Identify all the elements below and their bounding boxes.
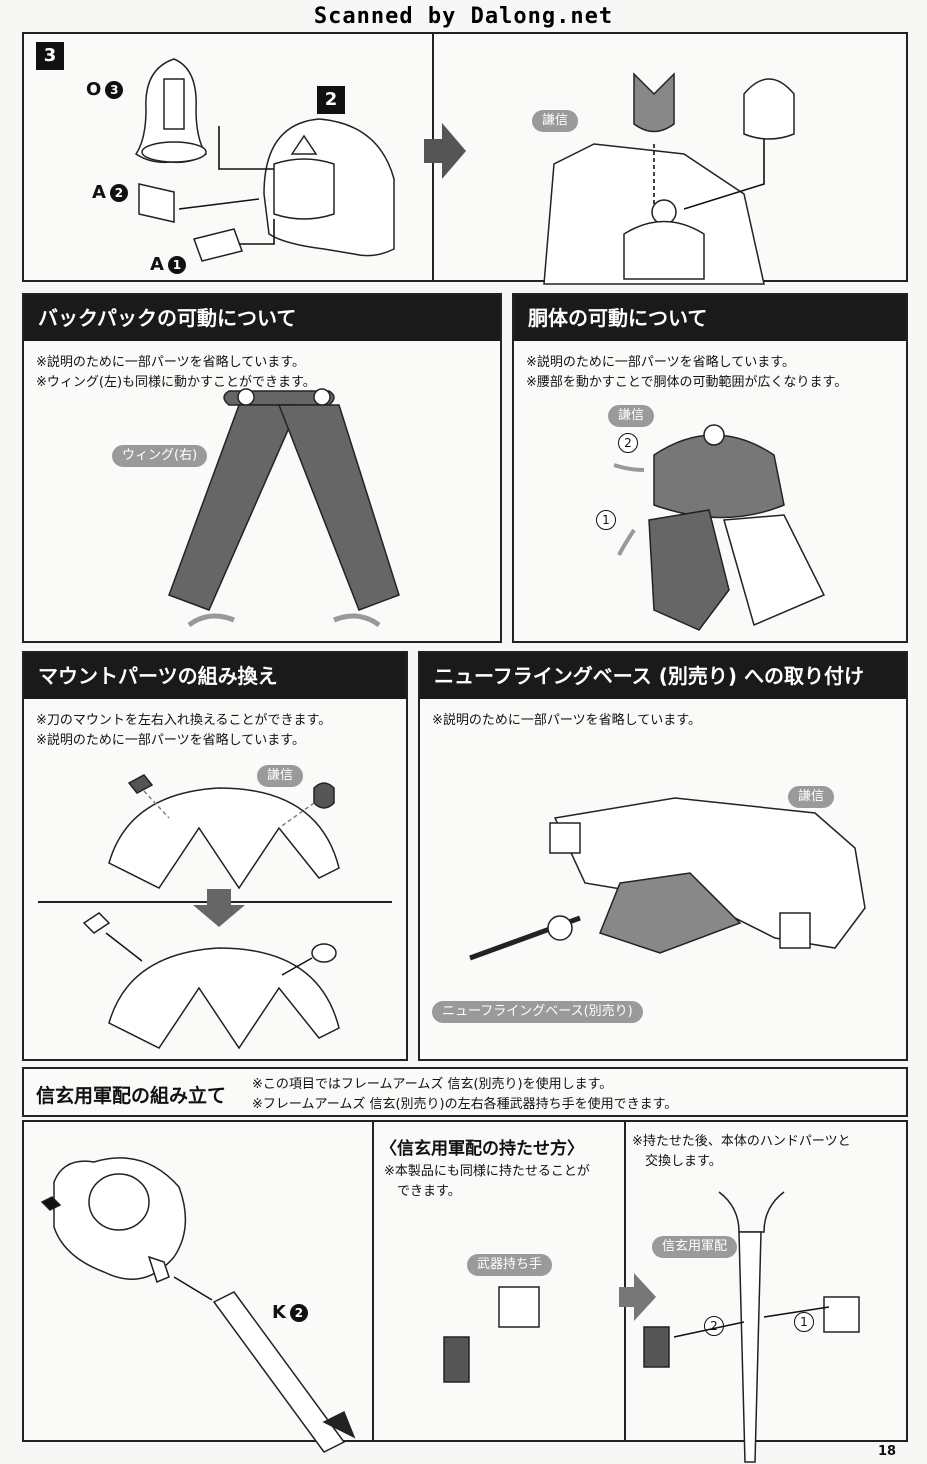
mount-title: マウントパーツの組み換え xyxy=(24,653,406,699)
flying-base-illustration xyxy=(469,797,866,961)
mount-down-arrow xyxy=(193,889,245,927)
gunbai-handle-icon xyxy=(212,1291,356,1453)
rotate-left-arrow xyxy=(187,613,235,628)
flying-base-panel: ニューフライングベース (別売り) への取り付け ※説明のために一部パーツを省略… xyxy=(418,651,908,1061)
step-3-illustration xyxy=(134,58,795,285)
sub-step-number: 2 xyxy=(317,86,345,114)
mount-note-1: ※刀のマウントを左右入れ換えることができます。 xyxy=(36,713,332,728)
torso-character-label: 謙信 xyxy=(608,405,655,427)
swap-step-1: 1 xyxy=(794,1312,814,1332)
backpack-note-2: ※ウィング(左)も同様に動かすことができます。 xyxy=(36,375,316,390)
gunbai-header: 信玄用軍配の組み立て ※この項目ではフレームアームズ 信玄(別売り)を使用します… xyxy=(22,1067,908,1117)
torso-note-2: ※腰部を動かすことで胴体の可動範囲が広くなります。 xyxy=(526,375,848,390)
rotate-right-arrow xyxy=(333,613,381,628)
torso-illustration xyxy=(613,424,826,631)
backpack-note-1: ※説明のために一部パーツを省略しています。 xyxy=(36,355,305,370)
plate-a1-icon xyxy=(193,228,243,262)
gunbai-assembly-panel: K3 K2 〈信玄用軍配の持たせ方〉 ※本製品にも同様に持たせることが できます… xyxy=(22,1120,908,1463)
wing-illustration xyxy=(168,388,400,628)
gunbai-note-2: ※フレームアームズ 信玄(別売り)の左右各種武器持ち手を使用できます。 xyxy=(252,1097,678,1112)
gunbai-illustration xyxy=(40,1157,860,1463)
gunbai-label: 信玄用軍配 xyxy=(652,1236,738,1258)
mount-note-2: ※説明のために一部パーツを省略しています。 xyxy=(36,733,305,748)
wing-label: ウィング(右) xyxy=(112,445,208,467)
mount-character-label: 謙信 xyxy=(257,765,304,787)
watermark: Scanned by Dalong.net xyxy=(313,4,614,29)
character-label: 謙信 xyxy=(532,110,579,132)
gunbai-divider-2 xyxy=(624,1122,626,1440)
swap-note-1: ※持たせた後、本体のハンドパーツと xyxy=(632,1134,851,1149)
gunbai-fan-icon xyxy=(40,1157,187,1284)
step-arrow-icon xyxy=(424,123,466,179)
statue-part-icon xyxy=(134,58,208,164)
gunbai-divider-1 xyxy=(372,1122,374,1440)
holding-note-1: ※本製品にも同様に持たせることが xyxy=(384,1164,590,1179)
mount-illustration xyxy=(82,774,340,1050)
flying-base-note-1: ※説明のために一部パーツを省略しています。 xyxy=(432,713,701,728)
weapon-hand-label: 武器持ち手 xyxy=(467,1254,553,1276)
torso-step-1: 1 xyxy=(596,510,616,530)
gunbai-note-1: ※この項目ではフレームアームズ 信玄(別売り)を使用します。 xyxy=(252,1077,613,1092)
helmet-part-icon xyxy=(263,118,395,257)
swap-arrow-icon xyxy=(619,1273,656,1321)
head-parts-icon xyxy=(633,72,795,140)
page-number: 18 xyxy=(878,1444,897,1459)
torso-title: 胴体の可動について xyxy=(514,295,906,341)
swap-note-2: 交換します。 xyxy=(632,1154,722,1169)
flying-base-character-label: 謙信 xyxy=(788,786,835,808)
holding-title: 〈信玄用軍配の持たせ方〉 xyxy=(380,1139,584,1159)
flying-base-title: ニューフライングベース (別売り) への取り付け xyxy=(420,653,906,699)
step-number: 3 xyxy=(36,42,64,70)
gunbai-title: 信玄用軍配の組み立て xyxy=(36,1085,227,1107)
robot-torso-icon xyxy=(543,143,765,285)
torso-step-2: 2 xyxy=(618,433,638,453)
holding-note-2: できます。 xyxy=(384,1184,461,1199)
flying-base-label: ニューフライングベース(別売り) xyxy=(432,1001,643,1023)
torso-panel: 胴体の可動について ※説明のために一部パーツを省略しています。 ※腰部を動かすこ… xyxy=(512,293,908,643)
mount-panel: マウントパーツの組み換え ※刀のマウントを左右入れ換えることができます。 ※説明… xyxy=(22,651,408,1061)
torso-note-1: ※説明のために一部パーツを省略しています。 xyxy=(526,355,795,370)
plate-a2-icon xyxy=(138,183,175,223)
backpack-panel: バックパックの可動について ※説明のために一部パーツを省略しています。 ※ウィン… xyxy=(22,293,502,643)
backpack-title: バックパックの可動について xyxy=(24,295,500,341)
